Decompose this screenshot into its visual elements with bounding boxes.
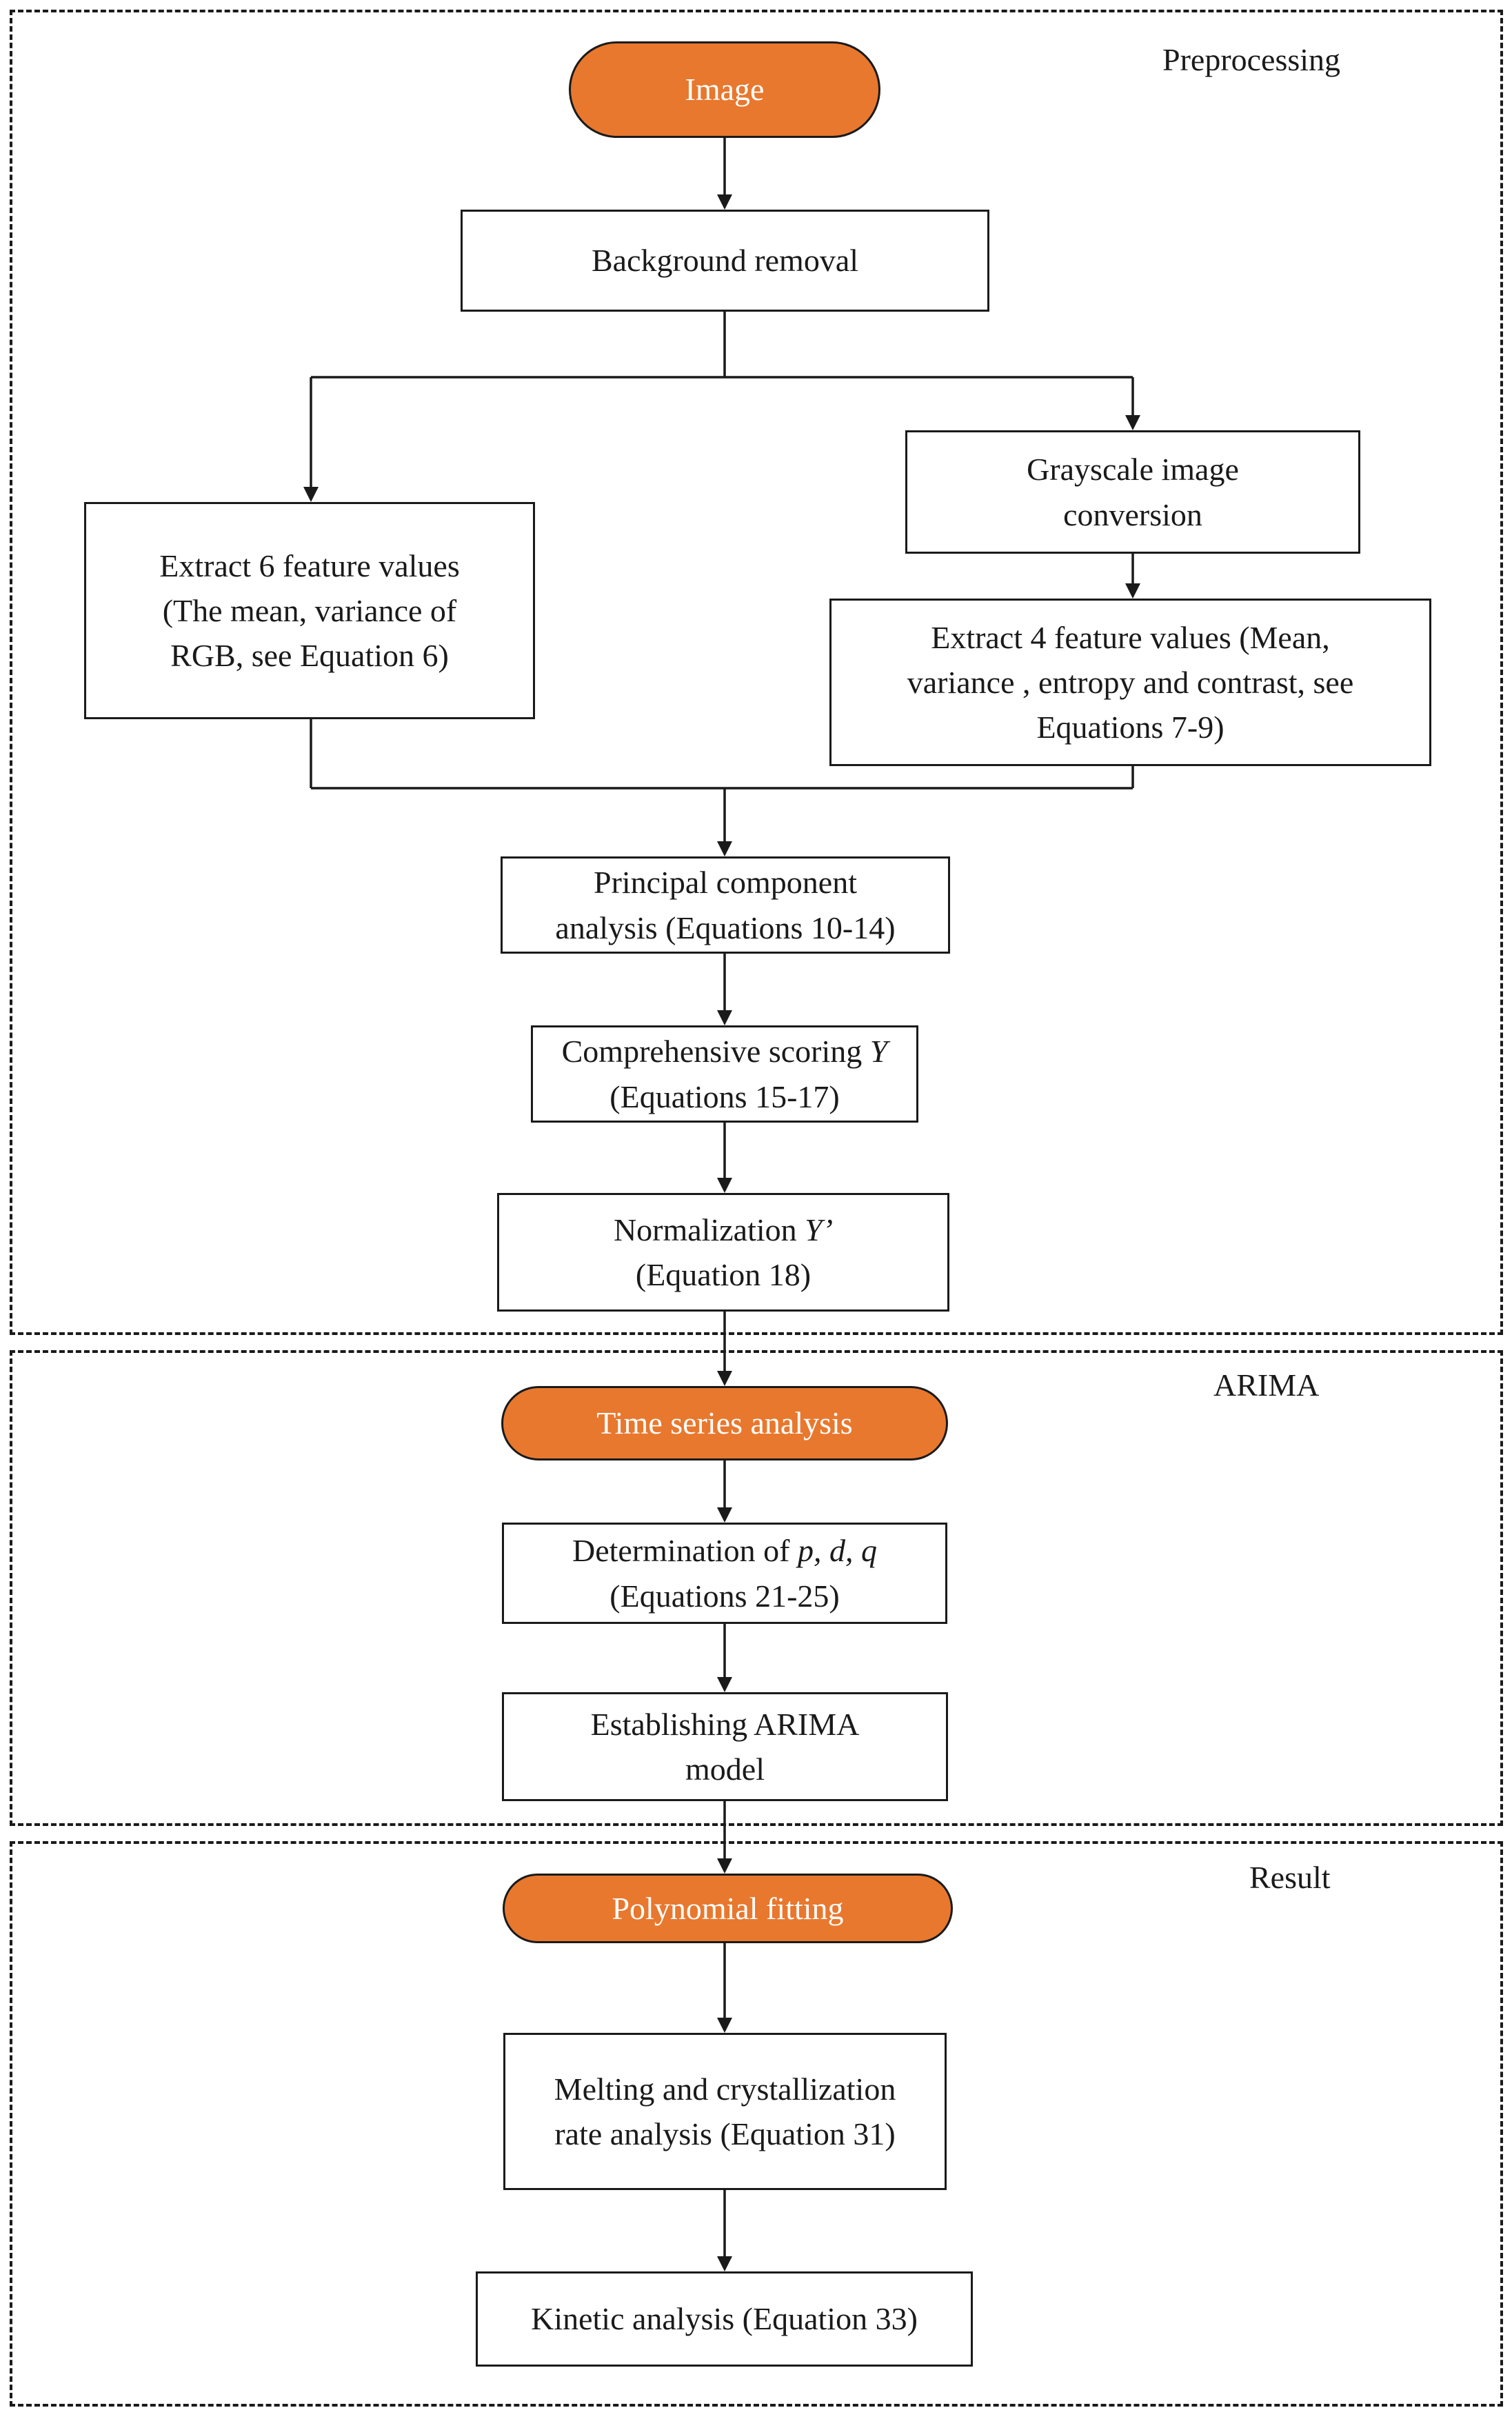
- arrowhead: [717, 1178, 732, 1193]
- normalization-node: Normalization Y’ (Equation 18): [497, 1193, 949, 1312]
- arima-model-line-2: model: [685, 1751, 765, 1787]
- result-label: Result: [1249, 1860, 1331, 1895]
- pca-line-2: analysis (Equations 10-14): [555, 910, 896, 945]
- background-removal-label: Background removal: [591, 243, 859, 279]
- arrowhead: [717, 1010, 732, 1025]
- extract4-line-3: Equations 7-9): [1036, 710, 1224, 745]
- arrowhead: [1125, 415, 1140, 430]
- extract-4-features-node: Extract 4 feature values (Mean, variance…: [829, 599, 1431, 766]
- arima-model-line-1: Establishing ARIMA: [590, 1706, 860, 1742]
- arrowhead: [717, 2018, 732, 2033]
- arrowhead: [717, 2256, 732, 2271]
- pdq-symbol: p, d, q: [798, 1533, 877, 1569]
- grayscale-line-1: Grayscale image: [1027, 452, 1239, 488]
- pdq-node: Determination of p, d, q (Equations 21-2…: [502, 1523, 947, 1624]
- arrowhead: [717, 1371, 732, 1386]
- normalization-line-2: (Equation 18): [635, 1257, 812, 1292]
- extract-6-features-node: Extract 6 feature values (The mean, vari…: [84, 502, 535, 719]
- arrowhead: [717, 841, 732, 856]
- melting-line-2: rate analysis (Equation 31): [554, 2116, 896, 2151]
- arima-model-node: Establishing ARIMA model: [502, 1692, 948, 1801]
- arrowhead: [303, 487, 319, 502]
- polynomial-label: Polynomial fitting: [612, 1890, 844, 1926]
- preprocessing-label: Preprocessing: [1162, 42, 1341, 77]
- image-node-label: Image: [685, 72, 765, 108]
- time-series-label: Time series analysis: [596, 1405, 853, 1441]
- grayscale-conversion-node: Grayscale image conversion: [905, 430, 1360, 554]
- arrowhead: [1125, 583, 1140, 599]
- normalization-line-1: Normalization Y’: [614, 1207, 833, 1252]
- kinetic-analysis-node: Kinetic analysis (Equation 33): [476, 2271, 973, 2367]
- arrowhead: [717, 194, 732, 210]
- result-section: [10, 1841, 1503, 2407]
- time-series-node: Time series analysis: [501, 1386, 948, 1461]
- arima-label: ARIMA: [1213, 1367, 1320, 1403]
- pca-node: Principal component analysis (Equations …: [501, 856, 950, 954]
- normalization-label: Normalization: [613, 1212, 805, 1247]
- connector-arrowheads: [303, 194, 1140, 2271]
- extract4-line-1: Extract 4 feature values (Mean,: [931, 619, 1330, 655]
- preprocessing-section: [10, 10, 1503, 1335]
- pdq-line-2: (Equations 21-25): [609, 1578, 840, 1614]
- extract6-line-2: (The mean, variance of: [162, 592, 457, 628]
- pdq-line-1: Determination of p, d, q: [572, 1528, 877, 1573]
- comprehensive-scoring-node: Comprehensive scoring Y (Equations 15-17…: [531, 1025, 918, 1123]
- pdq-label: Determination of: [572, 1533, 798, 1569]
- melting-line-1: Melting and crystallization: [554, 2071, 896, 2107]
- arrowhead: [717, 1507, 732, 1523]
- extract4-line-2: variance , entropy and contrast, see: [907, 664, 1354, 700]
- melting-crystallization-node: Melting and crystallization rate analysi…: [503, 2033, 947, 2190]
- extract6-line-1: Extract 6 feature values: [159, 548, 460, 583]
- arrowhead: [717, 1858, 732, 1874]
- pca-line-1: Principal component: [594, 865, 857, 901]
- scoring-symbol: Y: [869, 1034, 888, 1070]
- scoring-line-1: Comprehensive scoring Y: [562, 1029, 888, 1074]
- scoring-label: Comprehensive scoring: [561, 1034, 870, 1070]
- arima-section: [10, 1350, 1503, 1826]
- arrowhead: [717, 1677, 732, 1692]
- normalization-symbol: Y’: [805, 1212, 834, 1247]
- connector-lines: [310, 138, 1134, 2256]
- grayscale-line-2: conversion: [1063, 496, 1202, 532]
- image-node: Image: [569, 41, 880, 138]
- kinetic-label: Kinetic analysis (Equation 33): [531, 2301, 918, 2337]
- background-removal-node: Background removal: [461, 210, 989, 312]
- polynomial-fitting-node: Polynomial fitting: [503, 1874, 953, 1943]
- scoring-line-2: (Equations 15-17): [609, 1078, 840, 1114]
- extract6-line-3: RGB, see Equation 6): [170, 638, 449, 674]
